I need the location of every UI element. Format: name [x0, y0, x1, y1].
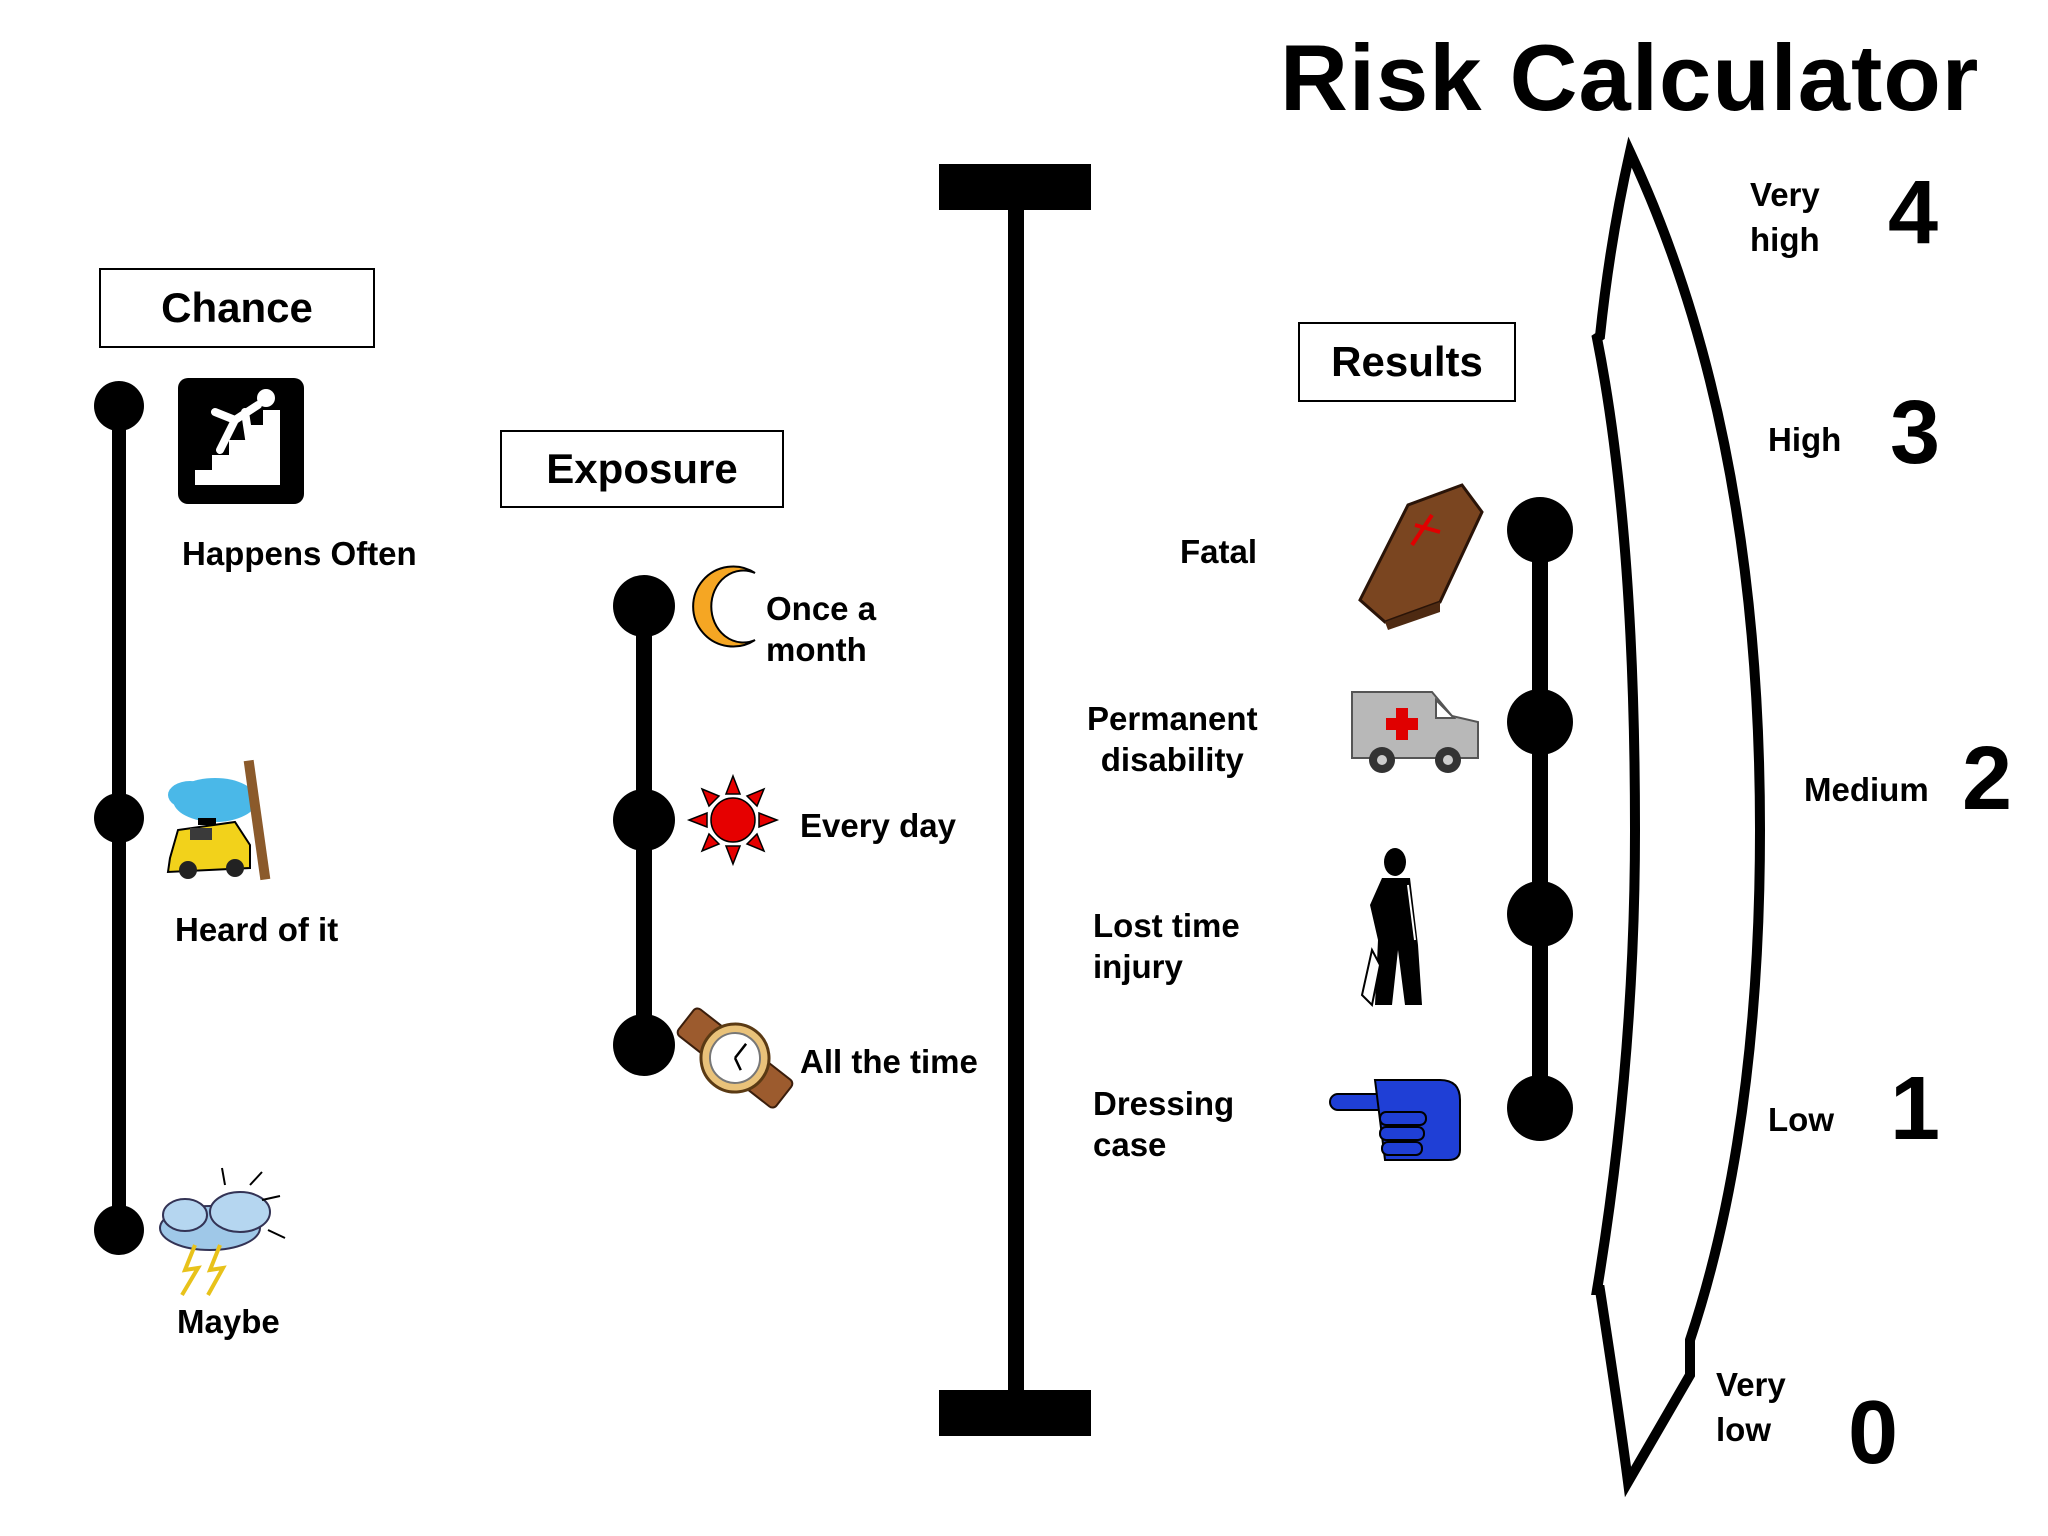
exposure-node-every-day: [613, 789, 675, 851]
exposure-heading: Exposure: [500, 430, 784, 508]
results-label-fatal: Fatal: [1180, 533, 1258, 570]
scale-value-3: 3: [1890, 383, 1941, 483]
scale-value-2: 2: [1962, 729, 2013, 829]
exposure-label-every-day: Every day: [800, 807, 956, 844]
results-node-permanent-disability: [1507, 689, 1573, 755]
coffin-icon: [1358, 483, 1484, 630]
scale-value-4: 4: [1888, 163, 1939, 263]
ruler-stem: [1008, 200, 1024, 1400]
results-node-fatal: [1507, 497, 1573, 563]
exposure-label-once-a-month: Once a month: [766, 590, 877, 668]
exposure-scale: [613, 575, 675, 1076]
injured-person-icon: [1360, 848, 1422, 1008]
crescent-moon-icon: [692, 565, 756, 648]
ambulance-icon: [1351, 691, 1479, 773]
risk-level-curved-arrow: [1591, 136, 1766, 1498]
exposure-label-all-the-time: All the time: [800, 1043, 978, 1080]
scale-label-medium: Medium: [1804, 771, 1929, 808]
scale-label-very-high: Very high: [1750, 176, 1820, 258]
results-node-lost-time-injury: [1507, 881, 1573, 947]
wristwatch-icon: [676, 1007, 794, 1109]
storm-cloud-icon: [159, 1167, 286, 1297]
chance-node-maybe: [94, 1205, 144, 1255]
results-label-lost-time-injury: Lost time injury: [1093, 907, 1240, 985]
chance-node-happens-often: [94, 381, 144, 431]
taxi-crash-icon: [166, 759, 271, 881]
chance-label-maybe: Maybe: [177, 1303, 280, 1340]
scale-label-very-low: Very low: [1716, 1366, 1786, 1448]
scale-label-high: High: [1768, 421, 1842, 458]
exposure-node-once-a-month: [613, 575, 675, 637]
chance-node-heard-of-it: [94, 793, 144, 843]
page-title: Risk Calculator: [1280, 25, 1980, 130]
exposure-node-all-the-time: [613, 1014, 675, 1076]
results-node-dressing-case: [1507, 1075, 1573, 1141]
results-heading: Results: [1298, 322, 1516, 402]
sun-icon: [686, 773, 780, 867]
pointing-hand-icon: [1329, 1079, 1461, 1161]
chance-label-happens-often: Happens Often: [182, 535, 417, 572]
chance-heading: Chance: [99, 268, 375, 348]
chance-label-heard-of-it: Heard of it: [175, 911, 339, 948]
scale-value-1: 1: [1890, 1059, 1941, 1159]
falling-person-icon: [178, 378, 304, 504]
results-label-permanent-disability: Permanent disability: [1087, 700, 1258, 778]
scale-label-low: Low: [1768, 1101, 1834, 1138]
scale-value-0: 0: [1848, 1383, 1899, 1483]
chance-scale: [94, 381, 144, 1255]
ruler-divider: [939, 164, 1091, 1436]
results-label-dressing-case: Dressing case: [1093, 1085, 1235, 1163]
results-scale: [1507, 497, 1573, 1141]
ruler-bottom-cap: [939, 1390, 1091, 1436]
